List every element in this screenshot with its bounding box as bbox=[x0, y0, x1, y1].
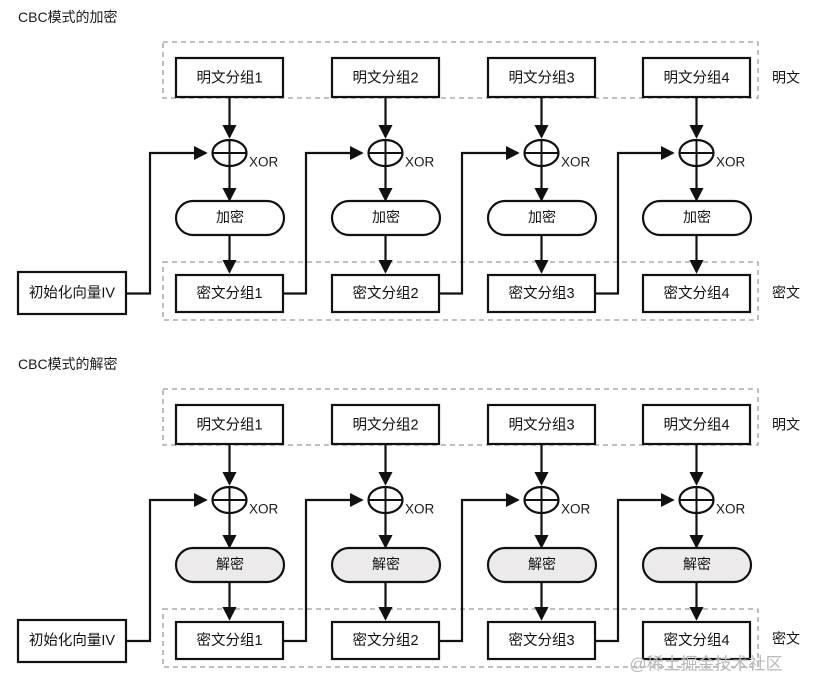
encryption-plaintext-region-label: 明文 bbox=[772, 70, 800, 86]
encryption-cipher-op-4-label: 加密 bbox=[683, 209, 711, 225]
decryption-xor-4-label: XOR bbox=[716, 502, 746, 517]
encryption-section: CBC模式的加密 明文 密文 明文分组1 XOR 加密 密文分组1 明文分组2 bbox=[16, 9, 800, 321]
decryption-xor-1-label: XOR bbox=[249, 502, 279, 517]
decryption-wire-c1-to-xor2 bbox=[283, 492, 364, 643]
decryption-plaintext-region-label: 明文 bbox=[772, 417, 800, 433]
encryption-xor-4-label: XOR bbox=[716, 155, 746, 170]
encryption-xor-1-label: XOR bbox=[249, 155, 279, 170]
decryption-wire-c3-to-xor4 bbox=[595, 492, 675, 643]
encryption-ciphertext-block-2-label: 密文分组2 bbox=[352, 285, 418, 302]
encryption-wire-c3-to-xor4 bbox=[595, 145, 675, 295]
decryption-plaintext-block-4-label: 明文分组4 bbox=[663, 416, 729, 433]
decryption-plaintext-block-1 bbox=[174, 403, 285, 446]
encryption-plaintext-block-4-label: 明文分组4 bbox=[663, 69, 729, 86]
encryption-cipher-op-2-label: 加密 bbox=[372, 209, 400, 225]
encryption-cipher-op-3-label: 加密 bbox=[528, 209, 556, 225]
decryption-plaintext-block-3-label: 明文分组3 bbox=[508, 416, 574, 433]
encryption-ciphertext-block-4 bbox=[641, 273, 752, 314]
decryption-plaintext-block-2-label: 明文分组2 bbox=[352, 416, 418, 433]
decryption-ciphertext-block-3-label: 密文分组3 bbox=[508, 632, 574, 649]
decryption-cipher-op-1-label: 解密 bbox=[216, 556, 244, 572]
encryption-ciphertext-block-3-label: 密文分组3 bbox=[508, 285, 574, 302]
decryption-ciphertext-block-4-label: 密文分组4 bbox=[663, 632, 729, 649]
decryption-plaintext-block-4 bbox=[641, 403, 752, 446]
decryption-xor-2-label: XOR bbox=[405, 502, 435, 517]
encryption-iv-label: 初始化向量IV bbox=[29, 284, 116, 301]
encryption-wire-c2-to-xor3 bbox=[439, 145, 520, 295]
decryption-iv-label: 初始化向量IV bbox=[29, 632, 116, 649]
encryption-ciphertext-block-1-label: 密文分组1 bbox=[196, 285, 262, 302]
encryption-ciphertext-region-label: 密文 bbox=[772, 285, 800, 301]
encryption-plaintext-block-2 bbox=[330, 56, 441, 99]
encryption-cipher-op-1-label: 加密 bbox=[216, 209, 244, 225]
decryption-plaintext-block-1-label: 明文分组1 bbox=[196, 416, 262, 433]
encryption-ciphertext-block-4-label: 密文分组4 bbox=[663, 285, 729, 302]
watermark-text: @稀土掘金技术社区 bbox=[629, 654, 782, 673]
encryption-plaintext-block-3-label: 明文分组3 bbox=[508, 69, 574, 86]
encryption-plaintext-block-2-label: 明文分组2 bbox=[352, 69, 418, 86]
encryption-plaintext-region bbox=[162, 41, 759, 99]
encryption-xor-3-label: XOR bbox=[561, 155, 591, 170]
decryption-plaintext-block-2 bbox=[330, 403, 441, 446]
decryption-plaintext-region bbox=[162, 388, 759, 446]
encryption-plaintext-block-1-label: 明文分组1 bbox=[196, 69, 262, 86]
encryption-xor-2-label: XOR bbox=[405, 155, 435, 170]
decryption-xor-3-label: XOR bbox=[561, 502, 591, 517]
decryption-wire-iv-to-xor1 bbox=[126, 492, 208, 643]
encryption-wire-c1-to-xor2 bbox=[283, 145, 364, 295]
encryption-plaintext-block-1 bbox=[174, 56, 285, 99]
encryption-section-title: CBC模式的加密 bbox=[18, 9, 118, 25]
decryption-section-title: CBC模式的解密 bbox=[18, 356, 118, 372]
encryption-plaintext-block-4 bbox=[641, 56, 752, 99]
encryption-plaintext-block-3 bbox=[486, 56, 597, 99]
decryption-ciphertext-region-label: 密文 bbox=[772, 631, 800, 647]
decryption-cipher-op-2-label: 解密 bbox=[372, 556, 400, 572]
decryption-section: CBC模式的解密 明文 密文 明文分组1 XOR 解密 密文分组1 明文分组2 bbox=[16, 356, 800, 668]
decryption-ciphertext-block-3 bbox=[486, 620, 597, 661]
decryption-ciphertext-block-2-label: 密文分组2 bbox=[352, 632, 418, 649]
encryption-ciphertext-region bbox=[162, 261, 759, 321]
decryption-ciphertext-block-1-label: 密文分组1 bbox=[196, 632, 262, 649]
decryption-wire-c2-to-xor3 bbox=[439, 492, 520, 643]
encryption-ciphertext-block-2 bbox=[330, 273, 441, 314]
decryption-ciphertext-region bbox=[162, 608, 759, 668]
decryption-plaintext-block-3 bbox=[486, 403, 597, 446]
decryption-cipher-op-4-label: 解密 bbox=[683, 556, 711, 572]
decryption-ciphertext-block-4 bbox=[641, 620, 752, 661]
encryption-ciphertext-block-1 bbox=[174, 273, 285, 314]
decryption-cipher-op-3-label: 解密 bbox=[528, 556, 556, 572]
encryption-wire-iv-to-xor1 bbox=[126, 145, 208, 295]
decryption-ciphertext-block-1 bbox=[174, 620, 285, 661]
